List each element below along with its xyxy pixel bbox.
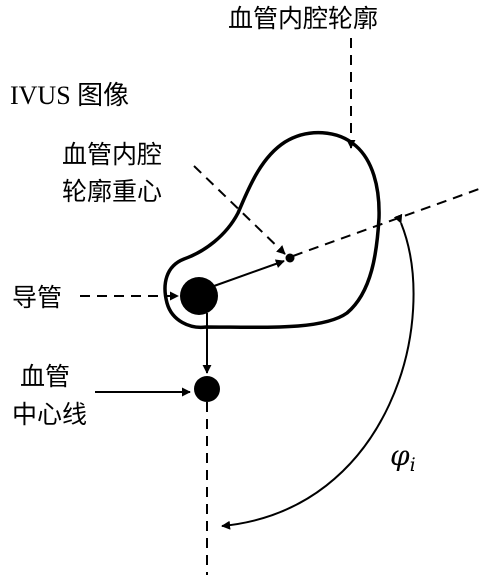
ivus-image-title: IVUS 图像: [10, 81, 129, 110]
lumen-centroid-point: [285, 253, 295, 263]
catheter-label: 导管: [12, 283, 62, 312]
centroid-label-line2: 轮廓重心: [62, 177, 162, 206]
catheter-marker: [180, 277, 218, 315]
vessel-centerline-point: [194, 376, 220, 402]
angle-label: φi: [390, 439, 416, 476]
lumen-contour-label: 血管内腔轮廓: [228, 4, 378, 33]
catheter-to-centroid-arrow: [213, 259, 285, 287]
centroid-direction-extension: [292, 188, 480, 257]
centroid-label-line1: 血管内腔: [62, 140, 162, 169]
vessel-label-line2: 中心线: [12, 400, 87, 429]
vessel-label-line1: 血管: [20, 362, 70, 391]
angle-arc: [221, 213, 415, 530]
